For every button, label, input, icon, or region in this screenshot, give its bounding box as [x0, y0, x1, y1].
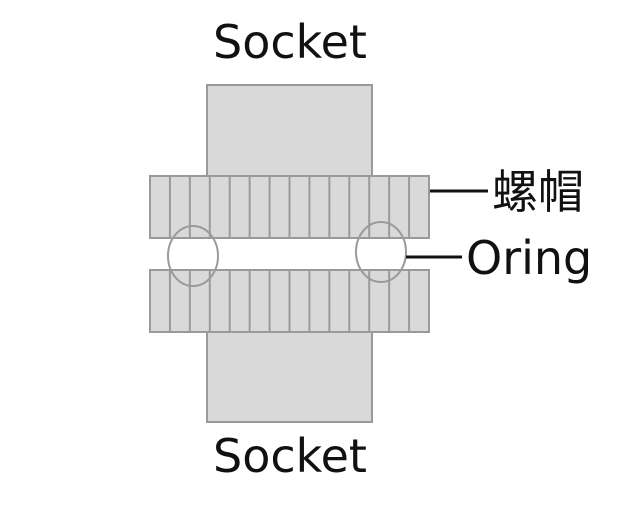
nut-lower-band	[149, 269, 430, 333]
nut-upper-band	[149, 175, 430, 239]
nut-lower-ridges	[168, 270, 411, 332]
oring-right	[355, 221, 407, 283]
nut-upper-ridges	[168, 176, 411, 238]
socket-top-label: Socket	[213, 15, 367, 69]
nut-label: 螺帽	[492, 165, 584, 219]
oring-left	[167, 225, 219, 287]
oring-label: Oring	[466, 231, 592, 285]
socket-bottom-label: Socket	[213, 429, 367, 483]
socket-top-body	[206, 84, 373, 178]
socket-bottom-body	[206, 329, 373, 423]
